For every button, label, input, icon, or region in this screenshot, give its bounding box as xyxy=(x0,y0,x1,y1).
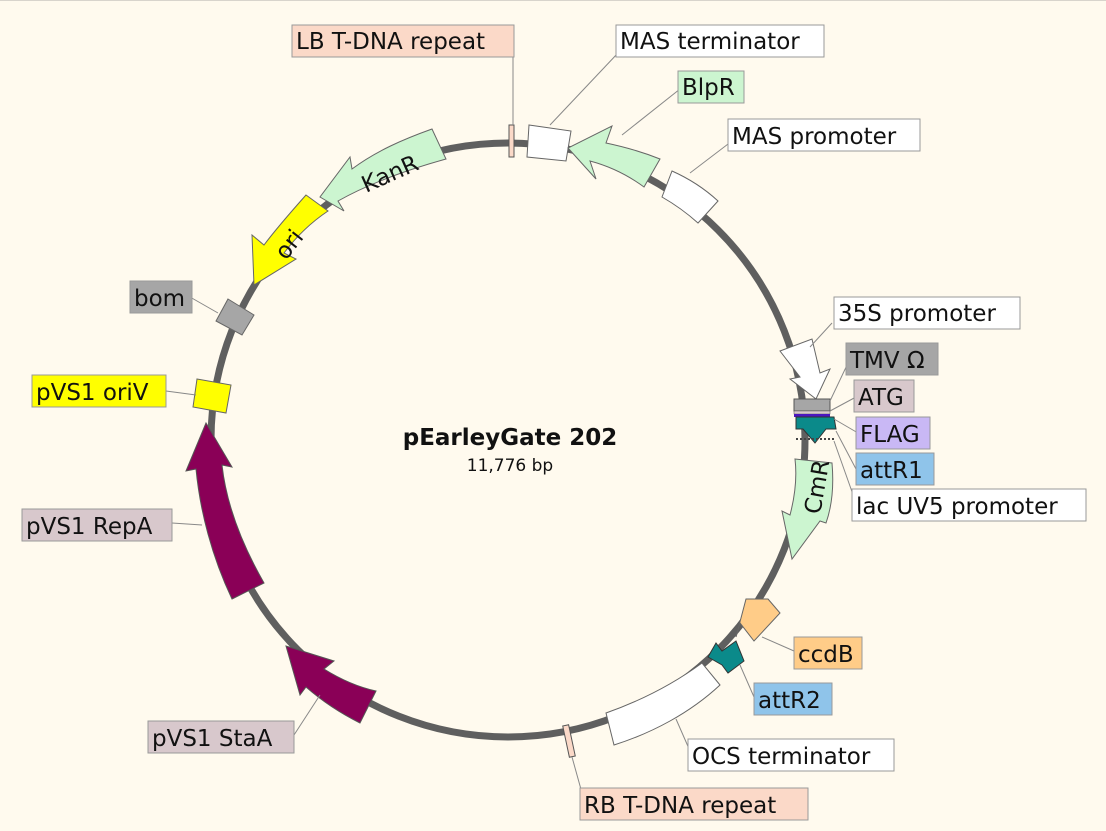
lb-tdna-repeat-feature[interactable] xyxy=(508,124,515,158)
atg-label: ATG xyxy=(858,385,904,411)
ocs-label-box xyxy=(687,738,895,772)
blpr-label: BlpR xyxy=(682,75,735,101)
p35s-label: 35S promoter xyxy=(838,301,996,327)
oriv-label-box xyxy=(31,374,167,408)
leader-lines xyxy=(165,52,859,794)
blpr-label-box xyxy=(677,70,745,104)
ori-arrow[interactable] xyxy=(251,194,329,286)
oriv-label: pVS1 oriV xyxy=(36,380,149,406)
mas-terminator-label-box xyxy=(615,24,825,58)
atg-feature[interactable] xyxy=(793,410,831,415)
attr2-label: attR2 xyxy=(758,688,821,714)
repa-label-box xyxy=(21,508,173,542)
flag-feature[interactable] xyxy=(794,414,830,417)
mas-terminator-feature[interactable] xyxy=(526,124,572,162)
tmv-label-box xyxy=(845,342,939,376)
bom-label-box xyxy=(129,280,193,314)
p35s-promoter-feature[interactable] xyxy=(779,338,831,400)
lacuv5-label: lac UV5 promoter xyxy=(856,494,1058,520)
attr2-label-box xyxy=(753,682,833,716)
flag-label: FLAG xyxy=(860,422,920,448)
ccdb-label-box xyxy=(793,636,863,670)
pvs1-repa-arrow[interactable] xyxy=(185,421,265,600)
tmv-label: TMV Ω xyxy=(849,348,925,374)
lacuv5-label-box xyxy=(851,488,1087,522)
attr2-feature[interactable] xyxy=(707,640,745,674)
atg-label-box xyxy=(853,379,915,413)
ocs-terminator-feature[interactable] xyxy=(605,662,721,746)
bom-label: bom xyxy=(134,286,185,312)
repa-label: pVS1 RepA xyxy=(26,514,153,540)
pvs1-staa-arrow[interactable] xyxy=(285,645,377,724)
flag-label-box xyxy=(855,416,931,450)
bom-feature[interactable] xyxy=(215,298,255,336)
ccdb-label: ccdB xyxy=(798,642,854,668)
p35s-label-box xyxy=(833,296,1021,330)
blpr-arrow[interactable] xyxy=(567,124,661,188)
plasmid-name: pEarleyGate 202 xyxy=(403,425,618,451)
attr1-label: attR1 xyxy=(860,458,923,484)
rb-tdna-label: RB T-DNA repeat xyxy=(584,793,776,819)
tmv-omega-feature[interactable] xyxy=(793,398,831,412)
rb-tdna-repeat-feature[interactable] xyxy=(562,724,576,758)
kanr-arrow[interactable] xyxy=(319,128,447,212)
mas-promoter-label: MAS promoter xyxy=(732,124,897,150)
stava-label: pVS1 StaA xyxy=(152,726,273,752)
mas-promoter-label-box xyxy=(727,118,921,152)
lb-tdna-label: LB T-DNA repeat xyxy=(296,29,485,55)
cmr-arrow[interactable] xyxy=(781,458,834,561)
rb-tdna-label-box xyxy=(579,787,809,821)
pvs1-oriv-feature[interactable] xyxy=(192,378,232,414)
plasmid-size: 11,776 bp xyxy=(467,456,553,476)
mas-promoter-feature[interactable] xyxy=(661,170,719,224)
lb-tdna-label-box xyxy=(291,24,515,58)
stava-label-box xyxy=(147,720,295,754)
attr1-label-box xyxy=(855,452,935,486)
ccdb-arrow[interactable] xyxy=(735,598,781,642)
ocs-label: OCS terminator xyxy=(692,744,871,770)
mas-terminator-label: MAS terminator xyxy=(620,29,800,55)
